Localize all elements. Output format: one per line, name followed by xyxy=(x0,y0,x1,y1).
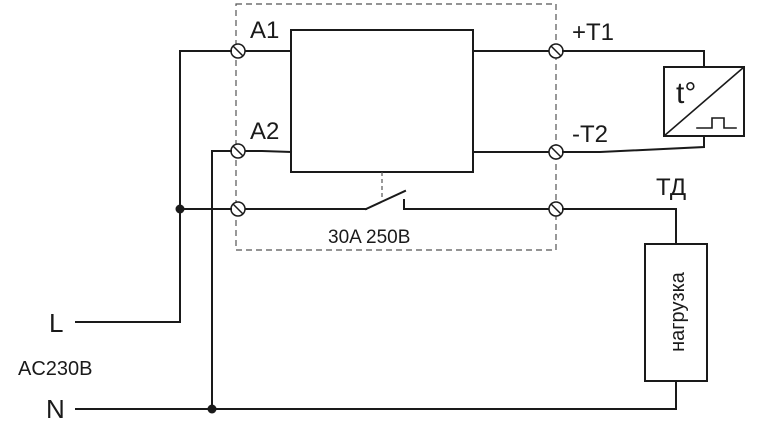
relay-block xyxy=(290,29,474,173)
sensor-label: ТД xyxy=(656,174,686,201)
terminal-label-a2: A2 xyxy=(250,118,279,145)
terminal-t1 xyxy=(548,43,564,59)
internal-wiring xyxy=(245,50,549,211)
junction-dot-line xyxy=(175,204,185,214)
neutral-label: N xyxy=(46,394,65,424)
sensor-symbol-text: t° xyxy=(676,77,696,110)
sensor-symbol: t° xyxy=(662,65,746,138)
terminal-label-t1: +T1 xyxy=(572,19,614,46)
terminal-t2 xyxy=(548,144,564,160)
load-label: нагрузка xyxy=(667,271,689,352)
load-box xyxy=(644,243,708,382)
terminal-a2 xyxy=(230,143,246,159)
module-enclosure xyxy=(235,3,557,251)
terminal-label-t2: -T2 xyxy=(572,121,608,148)
terminal-switch-in xyxy=(230,201,246,217)
voltage-label: AC230B xyxy=(18,358,93,380)
terminal-switch-out xyxy=(548,201,564,217)
junction-dot-neutral xyxy=(207,404,217,414)
terminal-label-a1: A1 xyxy=(250,17,279,44)
line-label: L xyxy=(49,308,63,338)
switch-rating-label: 30A 250B xyxy=(328,227,410,248)
terminal-a1 xyxy=(230,43,246,59)
switch-blade xyxy=(364,189,407,211)
external-wiring xyxy=(75,50,705,410)
